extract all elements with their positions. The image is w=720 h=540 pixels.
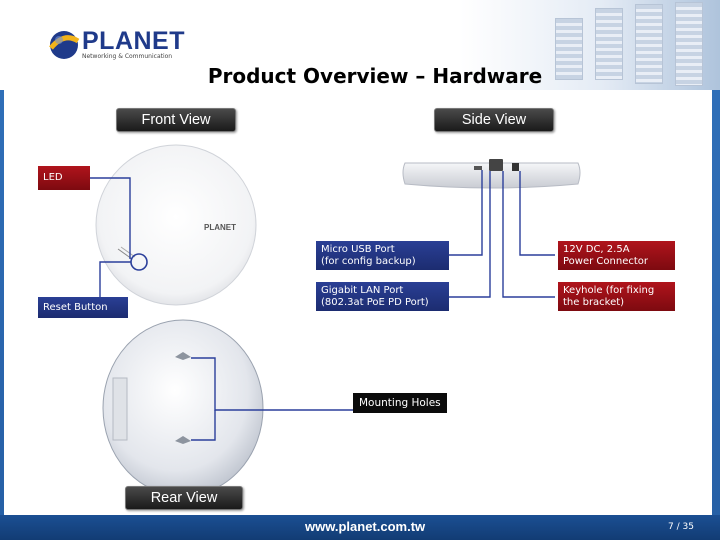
logo-name: PLANET — [82, 27, 185, 55]
led-label: LED — [38, 166, 90, 190]
gigabit-lan-line1: Gigabit LAN Port — [321, 285, 404, 296]
power-connector-label: 12V DC, 2.5A Power Connector — [558, 241, 675, 270]
lan-connector — [449, 171, 491, 298]
keyhole-line2: the bracket) — [563, 297, 625, 308]
side-view-tag: Side View — [434, 108, 554, 132]
reset-connector — [99, 261, 131, 297]
footer-bar — [0, 515, 720, 540]
rear-label-sticker — [112, 377, 128, 441]
mounting-connector-bottom — [191, 410, 216, 441]
front-view-tag: Front View — [116, 108, 236, 132]
logo-tagline: Networking & Communication — [82, 53, 173, 60]
mounting-holes-label: Mounting Holes — [353, 393, 447, 413]
server-rack-image — [595, 8, 623, 80]
gigabit-lan-line2: (802.3at PoE PD Port) — [321, 297, 429, 308]
keyhole-label: Keyhole (for fixing the bracket) — [558, 282, 675, 311]
side-view-device — [402, 162, 581, 189]
power-port — [512, 163, 519, 171]
led-connector — [90, 177, 131, 259]
lan-port — [489, 159, 503, 171]
keyhole-connector — [502, 171, 555, 298]
micro-usb-line2: (for config backup) — [321, 256, 416, 267]
front-view-device — [95, 144, 257, 306]
mounting-hole-markers — [175, 352, 191, 444]
mounting-holes-text: Mounting Holes — [359, 397, 441, 409]
usb-port — [474, 166, 482, 170]
reset-button-text: Reset Button — [43, 302, 108, 313]
header: PLANET Networking & Communication Produc… — [0, 0, 720, 90]
server-rack-decoration — [460, 0, 720, 90]
reset-button-label: Reset Button — [38, 297, 128, 318]
mounting-connector-top — [191, 357, 353, 411]
mounting-hole — [175, 352, 191, 360]
device-led-indicator — [120, 246, 136, 258]
server-rack-image — [555, 18, 583, 80]
planet-logo — [47, 28, 167, 66]
server-rack-image — [675, 2, 703, 86]
gigabit-lan-label: Gigabit LAN Port (802.3at PoE PD Port) — [316, 282, 449, 311]
power-connector-line1: 12V DC, 2.5A — [563, 244, 630, 255]
page-number: 7 / 35 — [668, 522, 694, 532]
usb-connector — [449, 170, 483, 256]
slide-title: Product Overview – Hardware — [207, 64, 543, 88]
power-connector-line — [519, 171, 555, 256]
led-label-text: LED — [43, 172, 63, 183]
micro-usb-line1: Micro USB Port — [321, 244, 395, 255]
keyhole-line1: Keyhole (for fixing — [563, 285, 655, 296]
rear-view-tag: Rear View — [125, 486, 243, 510]
mounting-hole — [175, 436, 191, 444]
connector-lines — [90, 170, 555, 441]
planet-globe-icon — [49, 31, 80, 59]
footer-url: www.planet.com.tw — [305, 519, 426, 534]
power-connector-line2: Power Connector — [563, 256, 648, 267]
device-logo: PLANET — [204, 223, 236, 232]
server-rack-image — [635, 4, 663, 84]
micro-usb-label: Micro USB Port (for config backup) — [316, 241, 449, 270]
